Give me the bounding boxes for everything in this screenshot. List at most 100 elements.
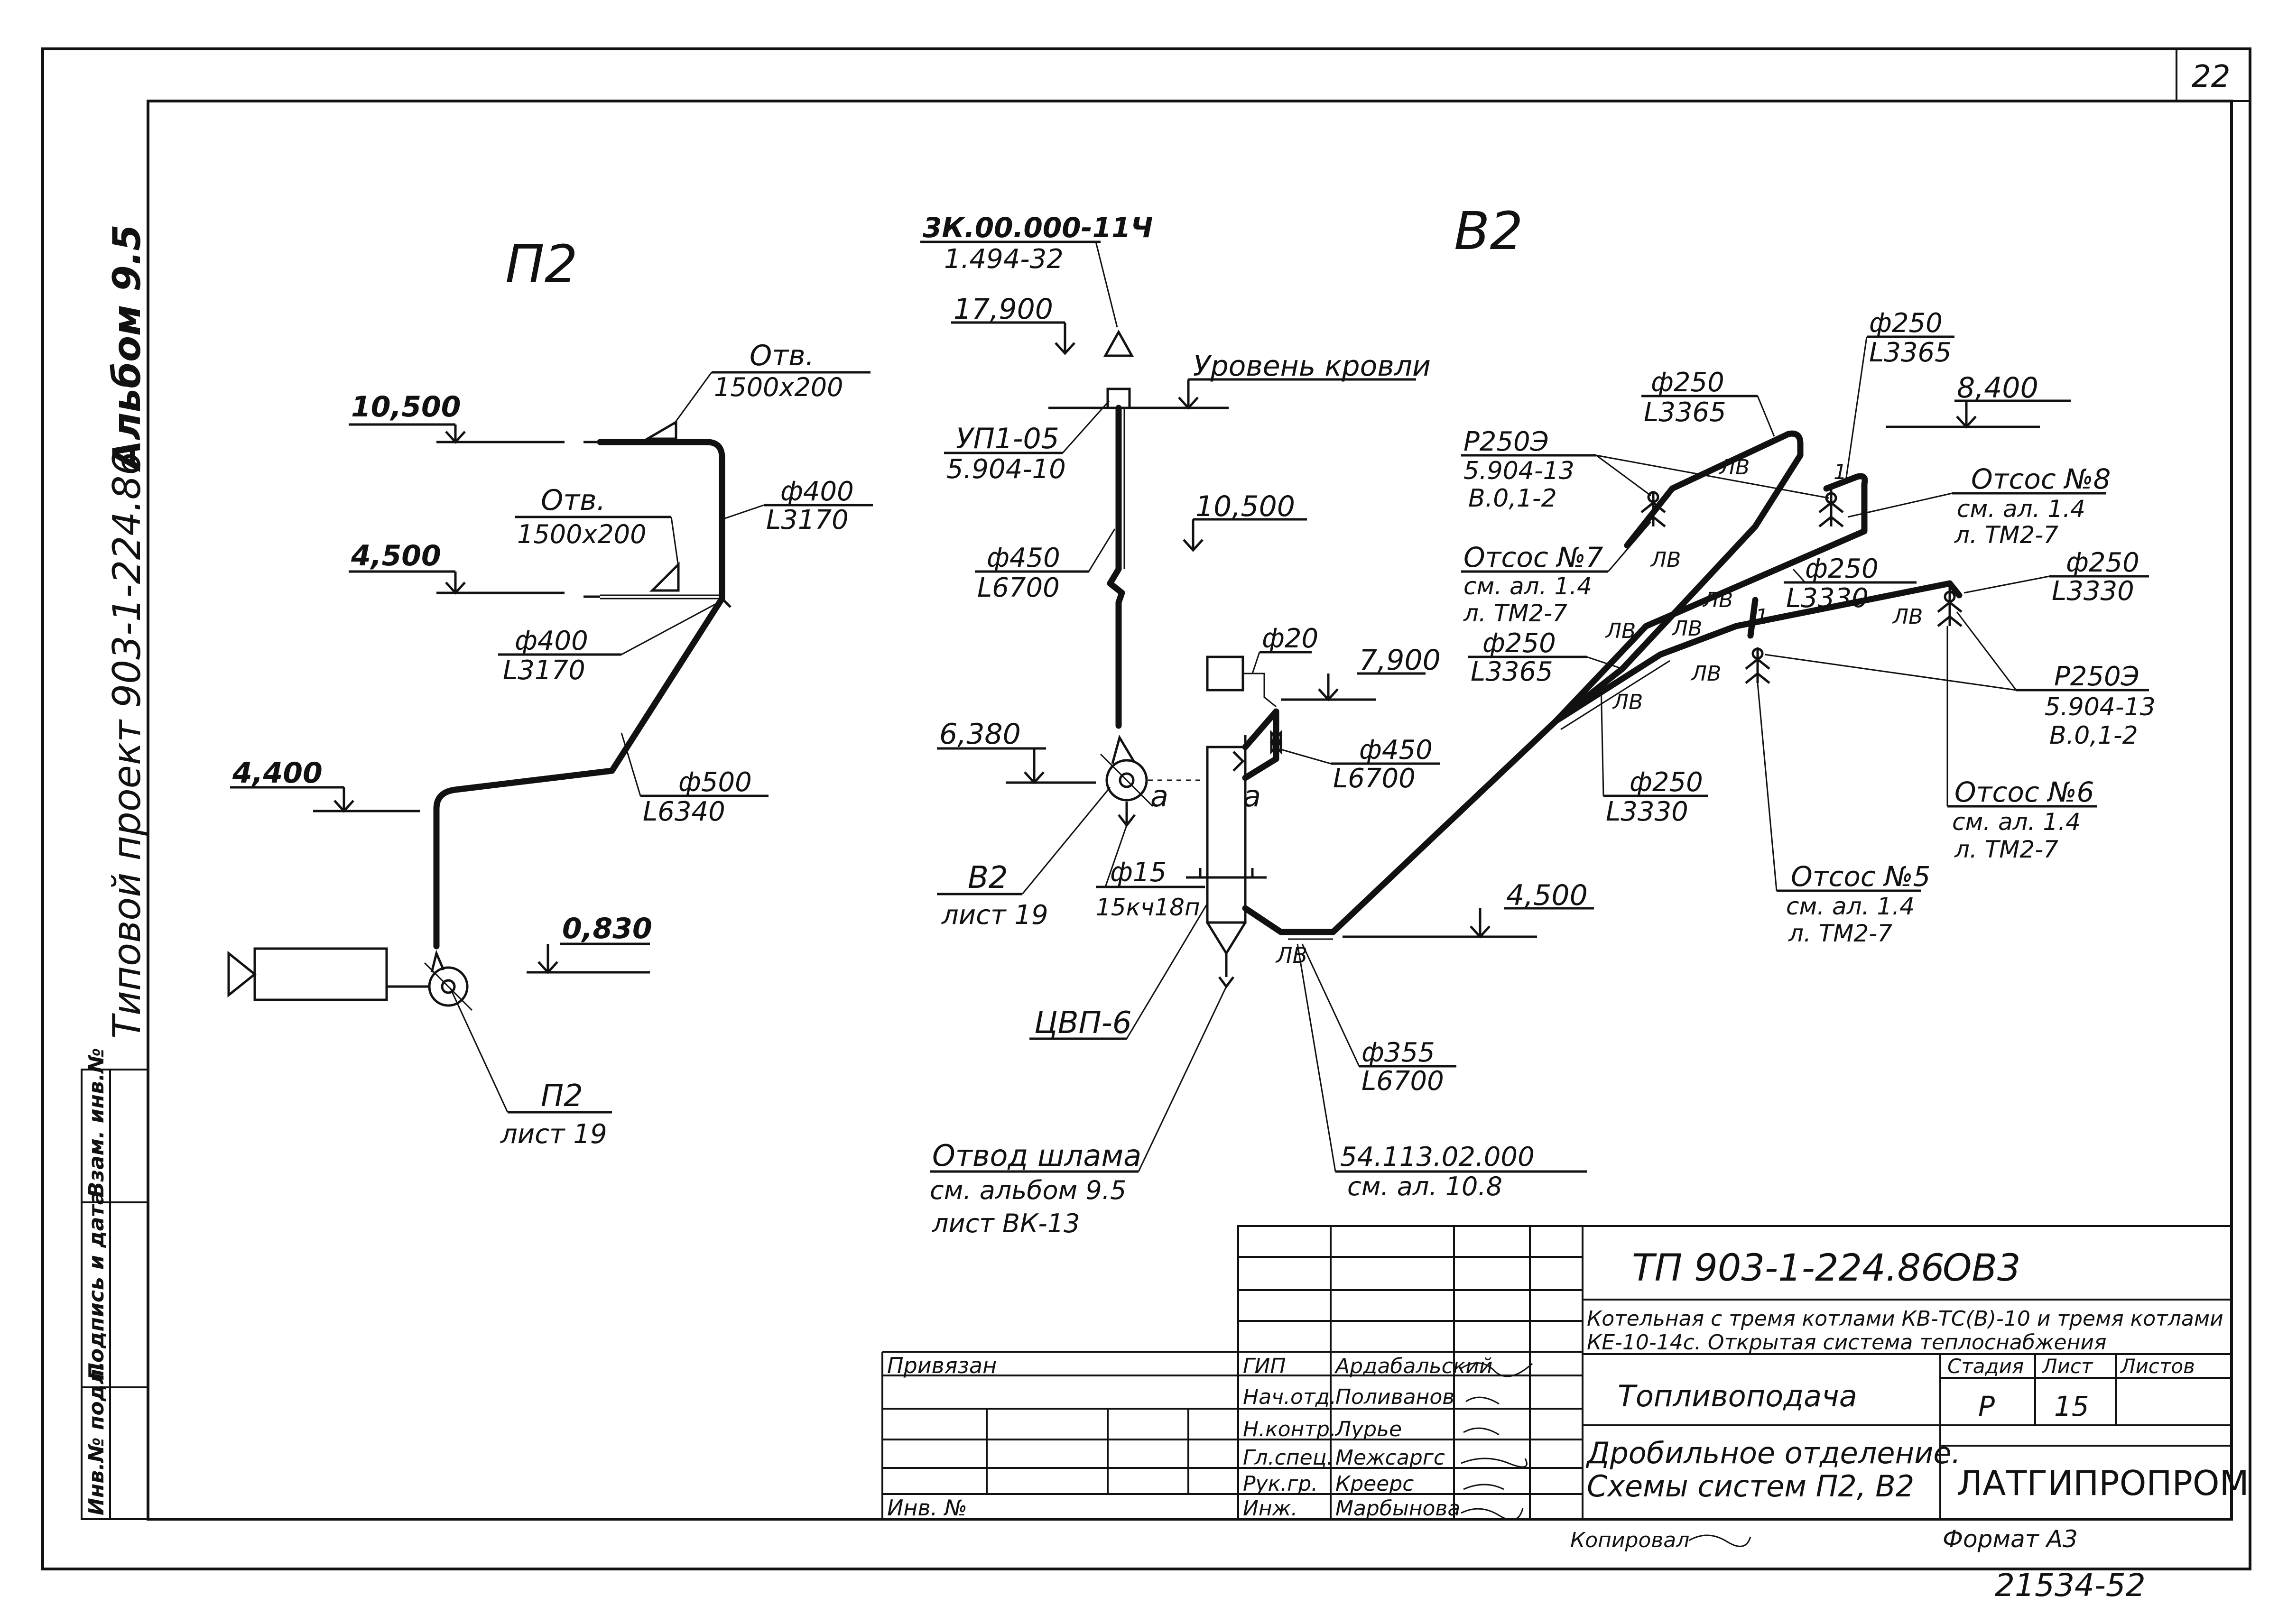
svg-text:ф250: ф250 <box>1869 308 1943 339</box>
svg-text:Отсос №5: Отсос №5 <box>1791 860 1930 893</box>
role-3: Н.контр. <box>1243 1417 1336 1441</box>
p2-label-d500: ф500 L6340 <box>621 732 769 827</box>
b2-valve-ref: ф15 15кч18п <box>1096 825 1205 921</box>
svg-text:лист 19: лист 19 <box>500 1119 607 1150</box>
stamp-signature: Подпись и дата <box>84 1190 109 1380</box>
svg-text:см. ал. 1.4: см. ал. 1.4 <box>1786 893 1915 920</box>
svg-text:ф20: ф20 <box>1262 623 1318 654</box>
svg-text:Отв.: Отв. <box>541 484 606 517</box>
svg-text:10,500: 10,500 <box>351 390 461 424</box>
svg-text:4,400: 4,400 <box>232 757 323 790</box>
drawing-title-1: Дробильное отделение. <box>1585 1436 1961 1470</box>
svg-text:Р250Э: Р250Э <box>2054 661 2139 692</box>
b2-damper-7 <box>1640 491 1666 527</box>
object-name: Топливоподача <box>1618 1379 1857 1413</box>
role-5: Рук.гр. <box>1243 1472 1318 1496</box>
p2-motor <box>253 947 388 1001</box>
b2-fan <box>1100 734 1205 828</box>
b2-title: В2 <box>1454 201 1523 261</box>
svg-text:ф250: ф250 <box>2066 547 2139 578</box>
p2-intake <box>227 950 257 998</box>
svg-text:17,900: 17,900 <box>954 293 1053 326</box>
svg-text:В2: В2 <box>968 860 1008 895</box>
svg-text:L3330: L3330 <box>1786 583 1869 614</box>
b2-exhaust-duct <box>1107 405 1125 729</box>
mark-one-1: 1 <box>1834 460 1847 484</box>
svg-text:см. ал. 1.4: см. ал. 1.4 <box>1463 572 1592 600</box>
svg-text:L3330: L3330 <box>1606 796 1688 827</box>
b2-level-8400: 8,400 <box>1886 371 2071 429</box>
b2-exhaust-ref: 3К.00.000-11Ч 1.494-32 <box>920 212 1153 328</box>
svg-text:3К.00.000-11Ч: 3К.00.000-11Ч <box>923 212 1153 244</box>
b2-label-d250-3365-top: ф250 L3365 <box>1844 308 1954 484</box>
b2-cyclone <box>1186 735 1267 989</box>
stamp-inventory: Инв.№ подл. <box>84 1361 109 1515</box>
svg-text:ф250: ф250 <box>1805 554 1879 584</box>
p2-duct <box>433 439 725 950</box>
name-3: Лурье <box>1334 1417 1402 1441</box>
copied-label: Копировал <box>1570 1528 1689 1552</box>
lv-mark-3: ЛВ <box>1605 619 1636 643</box>
left-margin: Альбом 9.5 Типовой проект 903-1-224.86 В… <box>81 224 149 1520</box>
b2-branch-56 <box>1553 580 1963 724</box>
b2-cyclone-ref: ЦВП-6 <box>1029 903 1208 1041</box>
svg-text:1500х200: 1500х200 <box>714 372 843 402</box>
svg-text:L6340: L6340 <box>643 796 725 827</box>
project-label: Типовой проект 903-1-224.86 <box>105 452 149 1039</box>
svg-text:л. ТМ2-7: л. ТМ2-7 <box>1463 600 1567 627</box>
name-5: Креерс <box>1335 1472 1414 1496</box>
p2-opening-top <box>643 420 677 440</box>
name-2: Поливанов <box>1335 1385 1454 1409</box>
format-label: Формат А3 <box>1943 1525 2078 1553</box>
archive-number: 21534-52 <box>1995 1567 2146 1604</box>
p2-label-d400-b: ф400 L3170 <box>498 601 719 686</box>
svg-text:В.0,1-2: В.0,1-2 <box>1468 484 1557 513</box>
role-4: Гл.спец. <box>1243 1446 1334 1470</box>
b2-ots7: Отсос №7 см. ал. 1.4 л. ТМ2-7 <box>1461 521 1652 627</box>
svg-text:10,500: 10,500 <box>1195 490 1295 523</box>
stage-value: Р <box>1978 1390 1995 1422</box>
svg-text:ф500: ф500 <box>678 767 752 798</box>
name-4: Межсаргс <box>1335 1446 1445 1470</box>
sheet-frame: 22 <box>41 47 2251 1570</box>
svg-text:8,400: 8,400 <box>1957 371 2038 405</box>
b2-fan-ref: В2 лист 19 <box>937 787 1111 931</box>
b2-up-ref: УП1-05 5.904-10 <box>944 400 1110 485</box>
svg-text:ф15: ф15 <box>1110 857 1167 888</box>
svg-text:7,900: 7,900 <box>1359 644 1441 677</box>
signatures <box>1461 1362 1533 1521</box>
b2-branch-8 <box>1553 473 1868 724</box>
svg-text:L3170: L3170 <box>503 655 585 686</box>
title-block: ТП 903-1-224.86 ОВ3 Котельная с тремя ко… <box>881 1225 2249 1521</box>
project-code: ТП 903-1-224.86 <box>1632 1247 1945 1290</box>
lv-mark-7: ЛВ <box>1690 662 1721 686</box>
p2-fan <box>387 950 473 1011</box>
b2-r250-right: Р250Э 5.904-13 В.0,1-2 <box>1764 611 2156 750</box>
b2-label-d450-b: ф450 L6700 <box>1280 735 1440 794</box>
svg-text:ф450: ф450 <box>1359 735 1433 766</box>
svg-text:4,500: 4,500 <box>351 539 441 572</box>
svg-text:L6700: L6700 <box>1361 1066 1444 1097</box>
p2-level-4500: 4,500 <box>349 539 565 595</box>
svg-text:L3365: L3365 <box>1869 337 1952 368</box>
svg-text:ф400: ф400 <box>780 476 854 507</box>
footer: Копировал Формат А3 21534-52 <box>1570 1525 2146 1604</box>
svg-text:1500х200: 1500х200 <box>517 519 646 549</box>
svg-text:ф355: ф355 <box>1361 1037 1435 1068</box>
svg-text:л. ТМ2-7: л. ТМ2-7 <box>1788 920 1892 947</box>
b2-level-6380: 6,380 <box>937 718 1096 784</box>
lv-mark-6: ЛВ <box>1612 690 1643 714</box>
b2-level-10500: 10,500 <box>1183 490 1307 552</box>
svg-text:В.0,1-2: В.0,1-2 <box>2049 721 2138 750</box>
lv-mark-main: ЛВ <box>1275 942 1307 968</box>
svg-text:ф250: ф250 <box>1482 628 1556 659</box>
svg-text:ф400: ф400 <box>515 626 588 656</box>
description-line-2: КЕ-10-14с. Открытая система теплоснабжен… <box>1587 1330 2106 1355</box>
b2-label-d250-3330-right: ф250 L3330 <box>1963 547 2149 607</box>
section-code: ОВ3 <box>1943 1247 2021 1290</box>
b2-damper-6 <box>1937 583 1963 627</box>
b2-roof-level: Уровень кровли <box>1048 350 1431 410</box>
b2-damper-5 <box>1745 647 1770 684</box>
svg-text:л. ТМ2-7: л. ТМ2-7 <box>1954 521 2058 549</box>
b2-label-d250-3365-mid: ф250 L3365 <box>1641 367 1775 437</box>
